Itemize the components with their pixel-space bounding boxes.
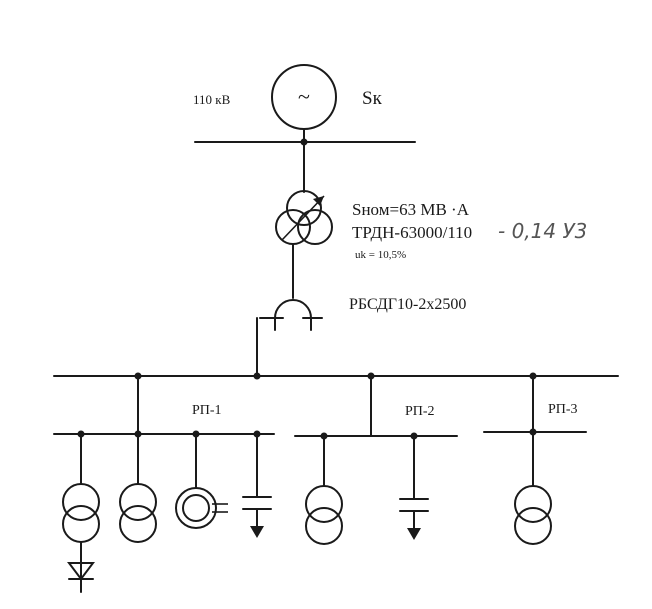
reactor-label: РБСДГ10-2х2500: [349, 296, 466, 313]
power-source: ~: [271, 64, 337, 143]
transformer-handwritten-note: - 0,14 У3: [498, 219, 587, 243]
source-power-label: Sк: [362, 88, 383, 109]
main-bus-node-reactor: [253, 372, 261, 380]
rp3-label: РП-3: [548, 402, 578, 417]
source-voltage-label: 110 кВ: [193, 92, 231, 107]
rp1-label: РП-1: [192, 403, 222, 418]
rp2-label: РП-2: [405, 404, 435, 419]
capacitor-bank-symbol: [399, 435, 429, 540]
source-symbol: ~: [298, 84, 310, 109]
transformer-type: ТРДН-63000/110: [352, 223, 472, 242]
transformer-rated-power: Sном=63 МВ ·А: [352, 200, 470, 219]
transformer-uk: uk = 10,5%: [355, 249, 406, 261]
split-winding-transformer-symbol: [275, 190, 333, 299]
converter-transformer-symbol: [62, 433, 100, 593]
transformer-load-symbol: [514, 431, 552, 545]
synchronous-motor-symbol: [175, 433, 228, 529]
transformer-load-symbol: [119, 433, 157, 543]
transformer-load-symbol: [305, 435, 343, 545]
dual-reactor-symbol: [256, 299, 323, 377]
capacitor-bank-symbol: [242, 433, 272, 538]
